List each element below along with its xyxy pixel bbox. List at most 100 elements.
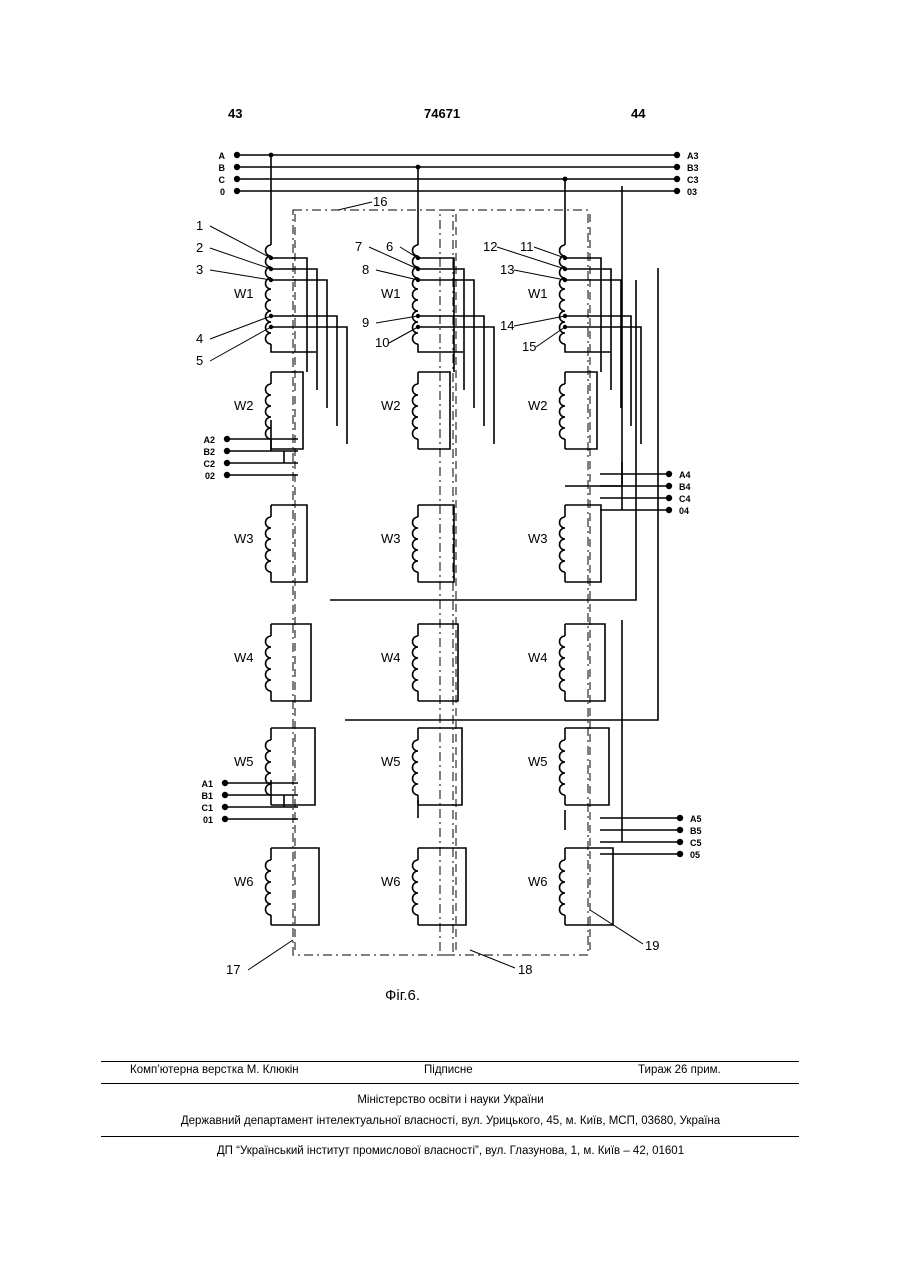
winding-loop-left [271,848,319,925]
mid-right-terminal-label-right: C4 [679,494,691,504]
coil-w2-right [560,384,566,439]
mid-right-terminal-label-right: 04 [679,506,689,516]
bottom-right-terminal-right [677,815,683,821]
feeder-node-mid [416,165,421,170]
winding-label-w5-mid: W5 [381,754,401,769]
bottom-left-terminal-left [222,804,228,810]
coil-w5-right [560,740,566,795]
tap-lead-right [565,258,601,372]
bottom-right-terminal-label-right: B5 [690,826,702,836]
winding-loop-mid [418,505,454,582]
coil-w6-right [560,860,566,915]
tap-number-12: 12 [483,239,497,254]
tap-number-3: 3 [196,262,203,277]
bottom-right-terminal-label-right: 05 [690,850,700,860]
tap-leader-13 [514,270,565,280]
tap-leader-3 [210,270,271,280]
bottom-right-terminal-right [677,827,683,833]
frame-number-16: 16 [373,194,387,209]
mid-left-terminal-left [224,460,230,466]
bottom-left-terminal-label-left: A1 [201,779,213,789]
tap-lead-mid [418,280,474,408]
winding-label-w2-left: W2 [234,398,254,413]
winding-loop-mid [418,372,450,449]
tap-number-4: 4 [196,331,203,346]
tap-number-8: 8 [362,262,369,277]
coil-w5-mid [413,740,419,795]
coil-w2-mid [413,384,419,439]
tap-leader-8 [376,270,418,280]
tap-lead-left [271,258,307,372]
bottom-right-terminal-label-right: C5 [690,838,702,848]
tap-leader-5 [210,327,271,361]
winding-label-w2-right: W2 [528,398,548,413]
mid-right-terminal-right [666,507,672,513]
mid-left-terminal-label-left: B2 [203,447,215,457]
tap-lead-mid [418,258,454,372]
winding-loop-mid [418,848,466,925]
tap-node-left [269,325,273,329]
coil-w3-left [266,517,272,572]
top-terminal-left [234,176,240,182]
footer-circulation: Тираж 26 прим. [638,1064,721,1076]
footer-rule-2 [101,1083,799,1084]
tap-lead-left [271,327,347,444]
tap-lead-right [565,327,641,444]
bottom-right-terminal-label-right: A5 [690,814,702,824]
tap-number-11: 11 [520,239,534,254]
tap-node-mid [416,325,420,329]
coil-w4-left [266,636,272,691]
mid-left-terminal-label-left: C2 [203,459,215,469]
winding-label-w5-left: W5 [234,754,254,769]
tap-node-left [269,256,273,260]
mid-right-terminal-right [666,483,672,489]
bottom-left-terminal-label-left: B1 [201,791,213,801]
frame-leader-16 [338,202,372,210]
top-terminal-label-right: 03 [687,187,697,197]
top-terminal-label-right: A3 [687,151,699,161]
top-terminal-label-left: C [219,175,226,185]
tap-number-5: 5 [196,353,203,368]
winding-label-w1-left: W1 [234,286,254,301]
footer-layout: Комп’ютерна верстка М. Клюкін [130,1064,299,1076]
frame-number-18: 18 [518,962,532,977]
winding-label-w6-right: W6 [528,874,548,889]
bottom-left-terminal-left [222,780,228,786]
coil-w5-left [266,740,272,795]
feeder-node-right [563,177,568,182]
winding-label-w3-right: W3 [528,531,548,546]
tap-number-9: 9 [362,315,369,330]
tap-number-2: 2 [196,240,203,255]
frame-leader-17 [248,940,293,970]
winding-loop-right [565,505,601,582]
frame-number-17: 17 [226,962,240,977]
tap-number-7: 7 [355,239,362,254]
bottom-left-terminal-label-left: 01 [203,815,213,825]
coil-w4-right [560,636,566,691]
top-terminal-label-left: B [219,163,226,173]
top-terminal-label-right: C3 [687,175,699,185]
winding-label-w2-mid: W2 [381,398,401,413]
tap-number-1: 1 [196,218,203,233]
bottom-right-terminal-right [677,851,683,857]
winding-loop-right [565,624,605,701]
winding-loop-left [271,505,307,582]
tap-node-mid [416,256,420,260]
top-terminal-right [674,176,680,182]
tap-leader-2 [210,248,271,269]
top-terminal-right [674,152,680,158]
tap-number-13: 13 [500,262,514,277]
circuit-diagram: AA3BB3CC3003A2B2C202A4B4C404A1B1C101A5B5… [0,0,901,1040]
top-terminal-label-left: 0 [220,187,225,197]
mid-right-terminal-label-right: B4 [679,482,691,492]
bottom-left-terminal-label-left: C1 [201,803,213,813]
tap-number-10: 10 [375,335,389,350]
coil-w6-mid [413,860,419,915]
mid-left-terminal-left [224,436,230,442]
winding-label-w3-mid: W3 [381,531,401,546]
winding-loop-left [271,372,303,449]
top-terminal-left [234,152,240,158]
winding-loop-right [565,848,613,925]
footer-rule-top [101,1061,799,1062]
tap-leader-4 [210,316,271,339]
